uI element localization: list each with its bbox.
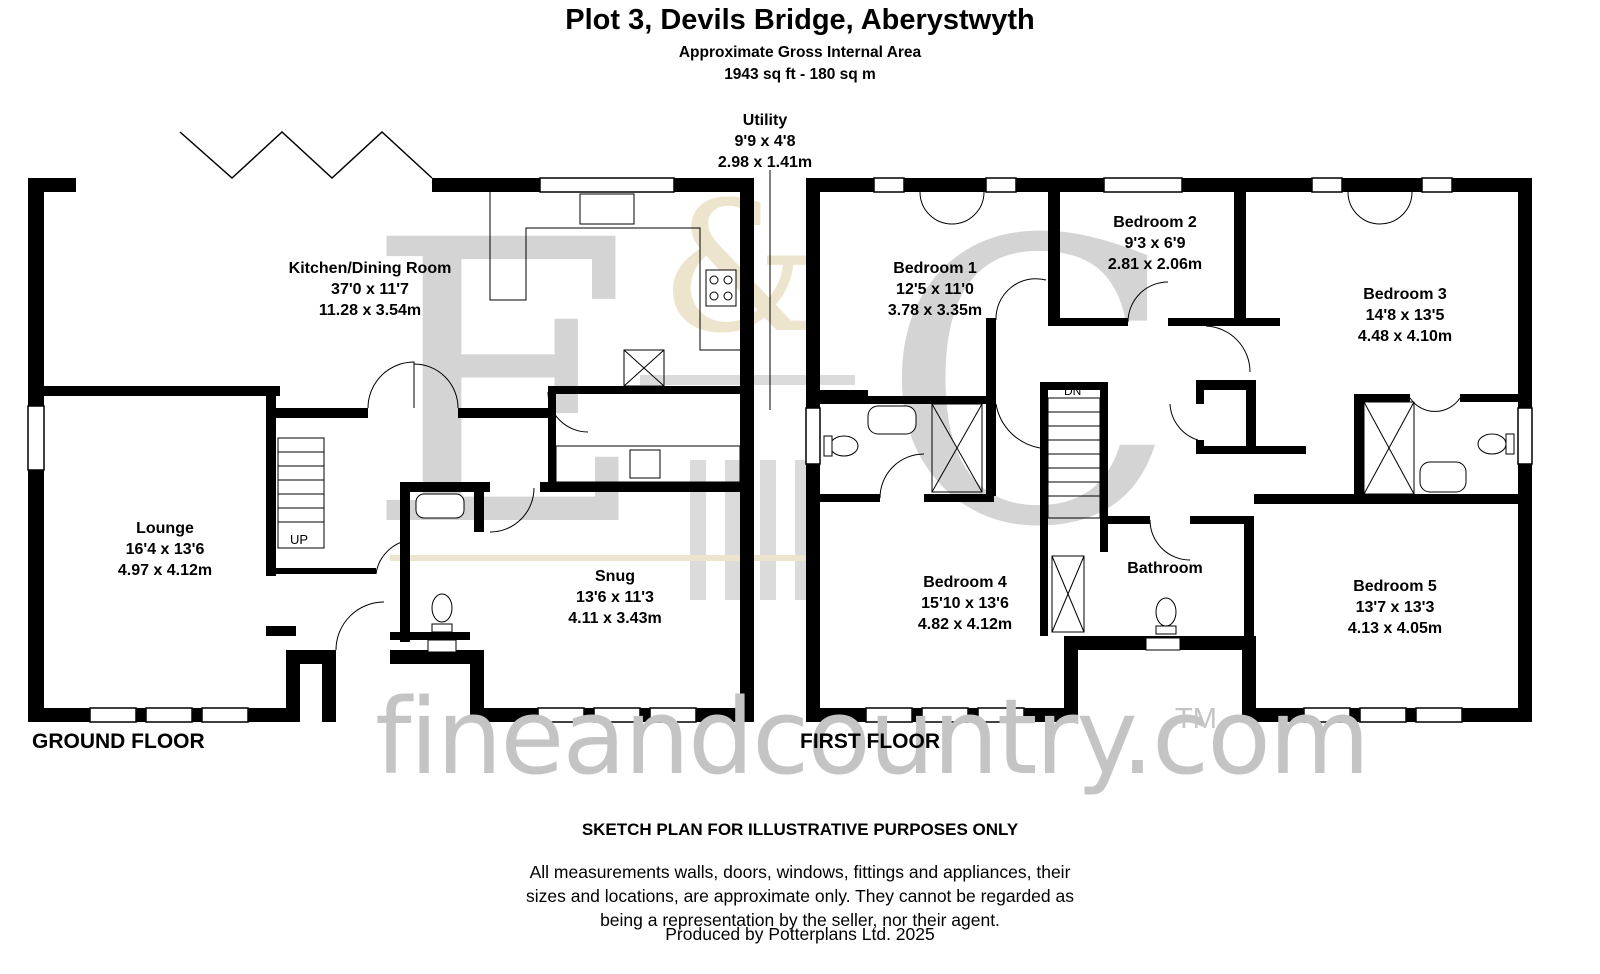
ground-floor-label: GROUND FLOOR <box>32 730 205 753</box>
room-imperial: 12'5 x 11'0 <box>896 281 974 298</box>
room-metric: 4.48 x 4.10m <box>1357 328 1453 345</box>
room-label-lounge: Lounge 16'4 x 13'6 4.97 x 4.12m <box>90 518 240 581</box>
area-label: Approximate Gross Internal Area <box>678 44 922 61</box>
svg-text:C: C <box>880 158 1178 612</box>
disclaimer-line: All measurements walls, doors, windows, … <box>529 862 1071 882</box>
plan-title: Plot 3, Devils Bridge, Aberystwyth <box>565 4 1035 36</box>
room-imperial: 15'10 x 13'6 <box>921 595 1009 612</box>
sketch-note: SKETCH PLAN FOR ILLUSTRATIVE PURPOSES ON… <box>581 820 1019 839</box>
ground-floor-plan <box>27 130 771 723</box>
disclaimer-line: sizes and locations, are approximate onl… <box>525 886 1074 906</box>
room-imperial: 14'8 x 13'5 <box>1365 307 1445 324</box>
room-metric: 4.11 x 3.43m <box>568 610 662 627</box>
room-label-snug: Snug 13'6 x 11'3 4.11 x 3.43m <box>540 566 690 629</box>
room-metric: 3.78 x 3.35m <box>887 302 983 319</box>
trademark-symbol: TM <box>1175 703 1217 735</box>
room-label-bedroom2: Bedroom 2 9'3 x 6'9 2.81 x 2.06m <box>1080 212 1230 275</box>
logo-watermark: E & C <box>365 158 1178 612</box>
room-name: Bedroom 4 <box>923 574 1007 591</box>
room-metric: 4.97 x 4.12m <box>117 562 213 579</box>
room-label-bedroom4: Bedroom 4 15'10 x 13'6 4.82 x 4.12m <box>880 572 1050 635</box>
room-name: Utility <box>742 112 788 129</box>
watermark-text: fineandcountry.com <box>375 676 1370 798</box>
disclaimer: All measurements walls, doors, windows, … <box>0 860 1600 932</box>
stairs-down-label: DN <box>1064 384 1082 398</box>
room-label-bedroom1: Bedroom 1 12'5 x 11'0 3.78 x 3.35m <box>860 258 1010 321</box>
room-imperial: 9'9 x 4'8 <box>734 133 796 150</box>
room-label-utility: Utility 9'9 x 4'8 2.98 x 1.41m <box>680 110 850 173</box>
room-name: Bedroom 5 <box>1353 578 1437 595</box>
room-label-bathroom: Bathroom <box>1110 558 1220 579</box>
room-metric: 4.13 x 4.05m <box>1347 620 1443 637</box>
disclaimer-line: being a representation by the seller, no… <box>600 910 1000 930</box>
room-imperial: 13'6 x 11'3 <box>576 589 654 606</box>
room-name: Lounge <box>136 520 194 537</box>
room-imperial: 37'0 x 11'7 <box>331 281 409 298</box>
room-name: Bedroom 1 <box>893 260 977 277</box>
room-metric: 11.28 x 3.54m <box>318 302 422 319</box>
room-name: Bathroom <box>1127 560 1203 577</box>
producer-credit: Produced by Potterplans Ltd. 2025 <box>665 924 935 944</box>
first-floor-plan <box>805 177 1533 723</box>
room-imperial: 16'4 x 13'6 <box>125 541 205 558</box>
room-name: Bedroom 3 <box>1363 286 1447 303</box>
room-name: Snug <box>595 568 635 585</box>
stairs-up-label: UP <box>290 532 309 547</box>
room-metric: 4.82 x 4.12m <box>917 616 1013 633</box>
svg-text:E: E <box>365 158 650 612</box>
room-name: Kitchen/Dining Room <box>288 260 452 277</box>
room-imperial: 13'7 x 13'3 <box>1355 599 1435 616</box>
room-metric: 2.81 x 2.06m <box>1107 256 1203 273</box>
room-metric: 2.98 x 1.41m <box>717 154 813 171</box>
first-floor-label: FIRST FLOOR <box>800 730 940 753</box>
room-name: Bedroom 2 <box>1113 214 1197 231</box>
room-label-bedroom3: Bedroom 3 14'8 x 13'5 4.48 x 4.10m <box>1330 284 1480 347</box>
room-label-kitchen: Kitchen/Dining Room 37'0 x 11'7 11.28 x … <box>270 258 470 321</box>
room-label-bedroom5: Bedroom 5 13'7 x 13'3 4.13 x 4.05m <box>1320 576 1470 639</box>
room-imperial: 9'3 x 6'9 <box>1124 235 1186 252</box>
area-value: 1943 sq ft - 180 sq m <box>724 66 876 83</box>
